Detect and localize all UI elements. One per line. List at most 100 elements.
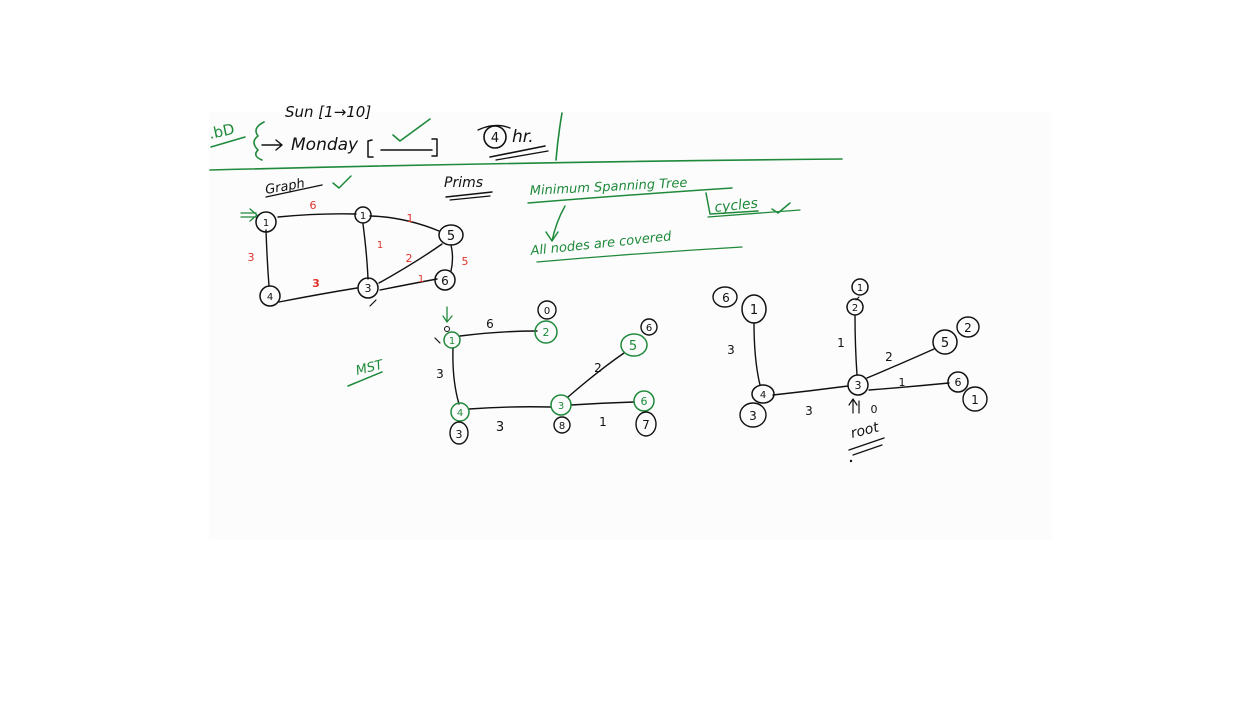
graph1-node-circle (354, 206, 372, 224)
prims-tree: 1 2 4 3 5 6 0 6 3 8 7 6 3 3 2 1 (434, 300, 658, 445)
prims-node-label: 3 (558, 401, 564, 412)
mst-label: MST (354, 357, 385, 378)
rooted-node-label: 6 (955, 376, 962, 389)
bracket-right (431, 138, 438, 157)
graph1-node-label: 4 (267, 292, 273, 303)
rooted-edge (866, 348, 935, 379)
prims-start-dot (444, 326, 450, 332)
prims-key: 7 (635, 411, 657, 437)
rooted-edge (753, 322, 761, 386)
prims-key-label: 3 (456, 428, 463, 441)
prims-key: 6 (640, 318, 658, 336)
hours-underline-1 (489, 145, 546, 158)
prims-underline-1 (445, 191, 493, 198)
prims-node-circle (550, 394, 572, 416)
rooted-node: 1 (851, 278, 869, 296)
prims-edge-weight: 3 (496, 420, 504, 435)
graph1-node: 4 (259, 285, 281, 307)
rooted-node-circle (947, 371, 969, 393)
prims-label: Prims (444, 175, 483, 191)
graph1-weight: 1 (377, 240, 383, 251)
rooted-edge (854, 315, 858, 376)
root-label: root (849, 419, 881, 442)
rooted-key: 6 (712, 286, 738, 308)
bracket-left (367, 139, 374, 158)
prims-key-circle (449, 421, 469, 445)
graph-check (332, 175, 352, 189)
mst-title: Minimum Spanning Tree (529, 176, 687, 199)
graph1-node-label: 1 (360, 211, 366, 222)
rooted-edge-weight: 2 (885, 350, 893, 364)
prims-node: 3 (550, 394, 572, 416)
graph-weighted: 1 1 5 4 3 6 6 1 3 1 2 5 3 1 (240, 199, 469, 307)
rooted-node-label: 5 (941, 336, 949, 351)
graph1-node-label: 6 (441, 274, 449, 288)
prims-key-circle (640, 318, 658, 336)
graph1-node: 1 (255, 211, 277, 233)
prims-edge (459, 330, 538, 337)
mst-underline (347, 371, 383, 387)
prims-edge-weight: 2 (594, 361, 602, 375)
graph1-node-circle (255, 211, 277, 233)
prims-node: 2 (534, 320, 558, 344)
rooted-edge-weight: 3 (727, 343, 735, 357)
graph1-weight: 3 (248, 251, 255, 264)
root-underline-2 (852, 444, 883, 456)
all-nodes-note: All nodes are covered (529, 229, 673, 259)
prims-edge-weight: 3 (436, 367, 444, 381)
rooted-key-circle (962, 386, 988, 412)
rooted-node-circle (751, 384, 775, 404)
graph1-weight: 5 (462, 255, 469, 268)
rooted-node-circle (846, 298, 864, 316)
graph1-tick (369, 299, 377, 307)
rooted-key-label: 1 (971, 393, 979, 407)
graph1-edge (378, 243, 443, 284)
graph1-edge (278, 287, 358, 303)
mst-title-underline (527, 187, 733, 204)
graph1-edge (450, 244, 454, 272)
graph1-node: 1 (354, 206, 372, 224)
graph1-node-label: 3 (365, 282, 372, 295)
prims-node-label: 5 (629, 339, 637, 354)
rooted-node-label: 3 (855, 379, 862, 392)
prims-key: 3 (449, 421, 469, 445)
graph1-weight: 1 (407, 212, 414, 225)
graph1-edge (379, 278, 438, 291)
prims-key-circle (635, 411, 657, 437)
rooted-edge (772, 385, 849, 396)
prims-node-circle (450, 402, 470, 422)
prims-edge-weight: 6 (486, 317, 494, 331)
graph1-node: 3 (357, 277, 379, 299)
prims-key: 0 (537, 300, 557, 320)
hours-label: hr. (512, 127, 534, 147)
root-dot (849, 459, 853, 463)
rooted-node-label: 1 (857, 283, 863, 294)
rooted-node: 3 (847, 374, 869, 396)
prims-edge (452, 347, 460, 405)
graph1-node-circle (259, 285, 281, 307)
prims-key-label: 7 (642, 418, 650, 432)
rooted-node: 1 (741, 294, 767, 324)
root-key-zero: 0 (871, 403, 878, 416)
sun-line: Sun [1→10] (285, 103, 371, 121)
rooted-node-label: 1 (750, 303, 758, 318)
rooted-key: 3 (739, 402, 767, 428)
all-nodes-underline (536, 246, 743, 263)
graph1-node: 6 (434, 269, 456, 291)
section-labels: Graph Prims Minimum Spanning Tree cycles… (264, 175, 885, 463)
rooted-node-label: 2 (852, 303, 858, 314)
prims-key-label: 0 (544, 306, 550, 317)
graph1-edge (265, 229, 270, 287)
cycles-bracket (705, 192, 759, 215)
graph1-weight: 3 (312, 277, 320, 290)
rooted-node-label: 4 (760, 390, 766, 401)
rooted-node: 5 (932, 329, 958, 355)
prims-key: 8 (553, 416, 571, 434)
cycles-underline (707, 209, 801, 218)
prims-node-circle (443, 331, 461, 349)
cycles-check (771, 202, 791, 214)
rooted-node-circle (741, 294, 767, 324)
rooted-edge-weight: 1 (899, 376, 906, 389)
